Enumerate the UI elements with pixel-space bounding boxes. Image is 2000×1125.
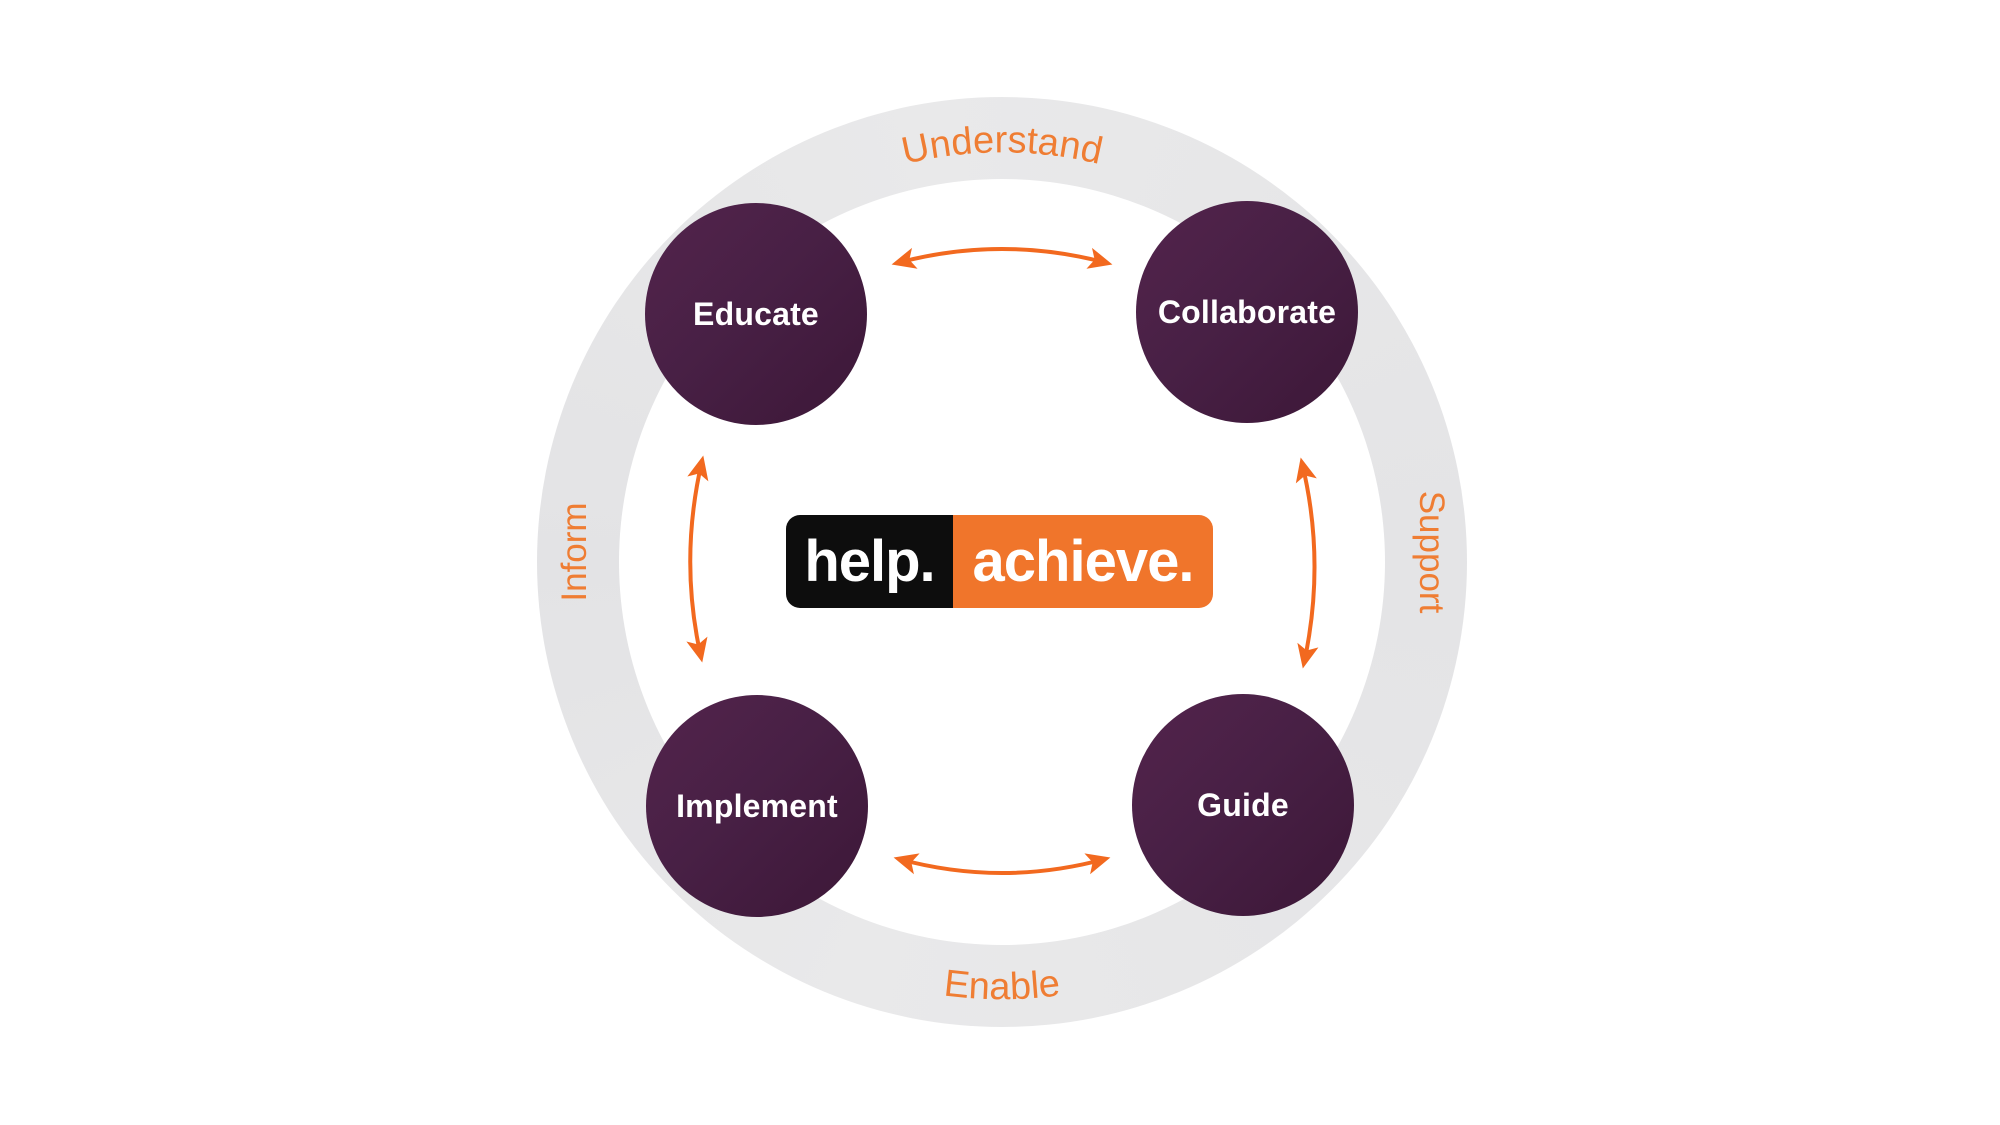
brand-logo: help. achieve. <box>786 515 1213 608</box>
logo-help-box: help. <box>786 515 953 608</box>
node-implement: Implement <box>646 695 868 917</box>
node-educate: Educate <box>645 203 867 425</box>
node-educate-label: Educate <box>693 295 819 332</box>
node-collaborate: Collaborate <box>1136 201 1358 423</box>
node-collaborate-label: Collaborate <box>1157 293 1337 330</box>
logo-achieve-text: achieve. <box>972 528 1195 594</box>
logo-achieve-box: achieve. <box>953 515 1213 608</box>
node-guide: Guide <box>1132 694 1354 916</box>
node-guide-label: Guide <box>1197 786 1289 823</box>
node-implement-label: Implement <box>676 787 838 824</box>
logo-help-text: help. <box>804 528 935 594</box>
